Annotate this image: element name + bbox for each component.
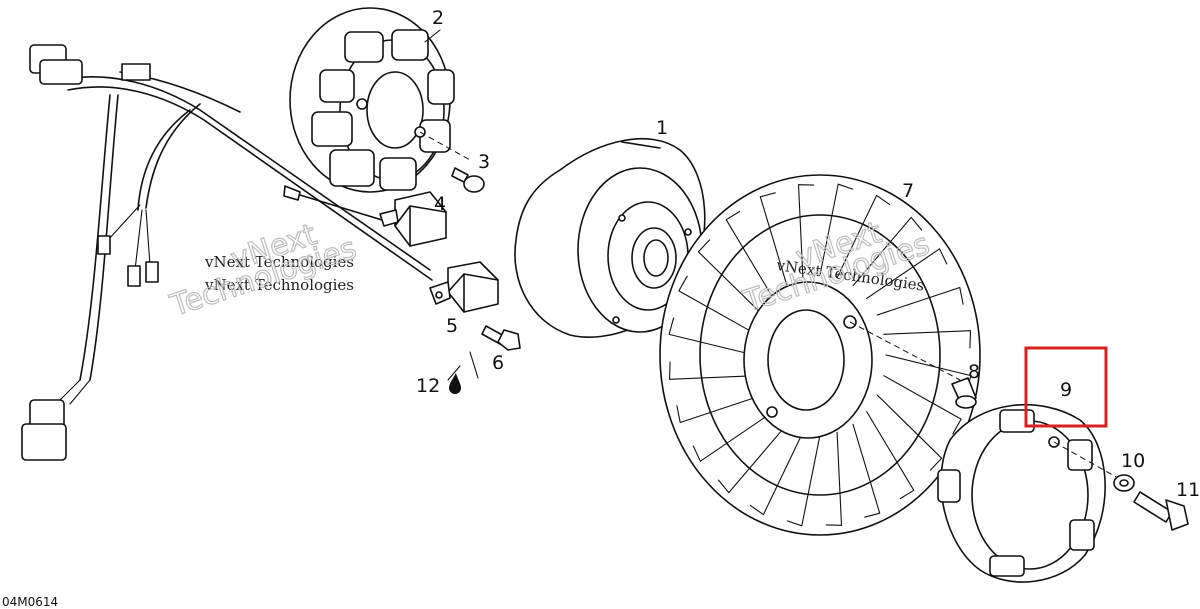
fan-blade xyxy=(852,216,923,287)
fan-part-7 xyxy=(659,174,981,536)
sensor-part-4 xyxy=(299,191,447,247)
washer-part-10 xyxy=(1113,474,1135,492)
fan-blade xyxy=(749,431,804,516)
fan-blade xyxy=(836,194,891,279)
fan-blade xyxy=(676,394,764,424)
fan-blade xyxy=(786,434,821,527)
fan-blade xyxy=(697,239,764,316)
fan-blade xyxy=(876,394,943,471)
callout-3: 3 xyxy=(478,151,490,173)
spacer-part-8 xyxy=(951,377,977,409)
wiring-harness xyxy=(21,44,433,461)
callout-11: 11 xyxy=(1176,479,1200,501)
fan-blade xyxy=(866,248,948,299)
fan-blade xyxy=(668,361,757,380)
callout-12: 12 xyxy=(416,375,440,397)
bolt-part-11 xyxy=(1133,491,1189,531)
watermark-text-left-2: vNext Technologies xyxy=(204,276,354,294)
bolt-part-6 xyxy=(481,325,521,351)
stator-part-2 xyxy=(289,7,471,193)
sensor-part-5 xyxy=(429,261,499,313)
figure-code: 04M0614 xyxy=(2,595,58,609)
callout-8: 8 xyxy=(968,361,980,383)
fan-blade xyxy=(797,184,815,279)
fan-blade xyxy=(717,423,788,494)
watermark-text-left: vNext Technologies xyxy=(204,253,354,271)
oil-drop-icon xyxy=(449,373,461,394)
fan-blade xyxy=(692,411,774,462)
fan-blade xyxy=(883,375,962,435)
fan-blade xyxy=(852,423,881,518)
screw-part-3 xyxy=(451,167,485,193)
fan-blade xyxy=(825,431,843,526)
fan-blade xyxy=(725,210,774,299)
fan-blade xyxy=(883,330,972,349)
starter-cup-part-9 xyxy=(937,403,1119,583)
callout-2: 2 xyxy=(432,7,444,29)
fan-blade xyxy=(819,183,854,276)
highlight-box xyxy=(1024,346,1108,428)
fan-blade xyxy=(668,317,755,356)
callout-7: 7 xyxy=(902,180,914,202)
callout-6: 6 xyxy=(492,352,504,374)
fan-blade xyxy=(866,411,915,500)
fan-blade xyxy=(876,286,964,316)
callout-10: 10 xyxy=(1121,450,1145,472)
callout-4: 4 xyxy=(434,193,446,215)
callout-9: 9 xyxy=(1060,379,1072,401)
fan-blade xyxy=(678,275,757,335)
callout-5: 5 xyxy=(446,315,458,337)
fan-blade xyxy=(759,192,788,287)
callout-1: 1 xyxy=(656,117,668,139)
